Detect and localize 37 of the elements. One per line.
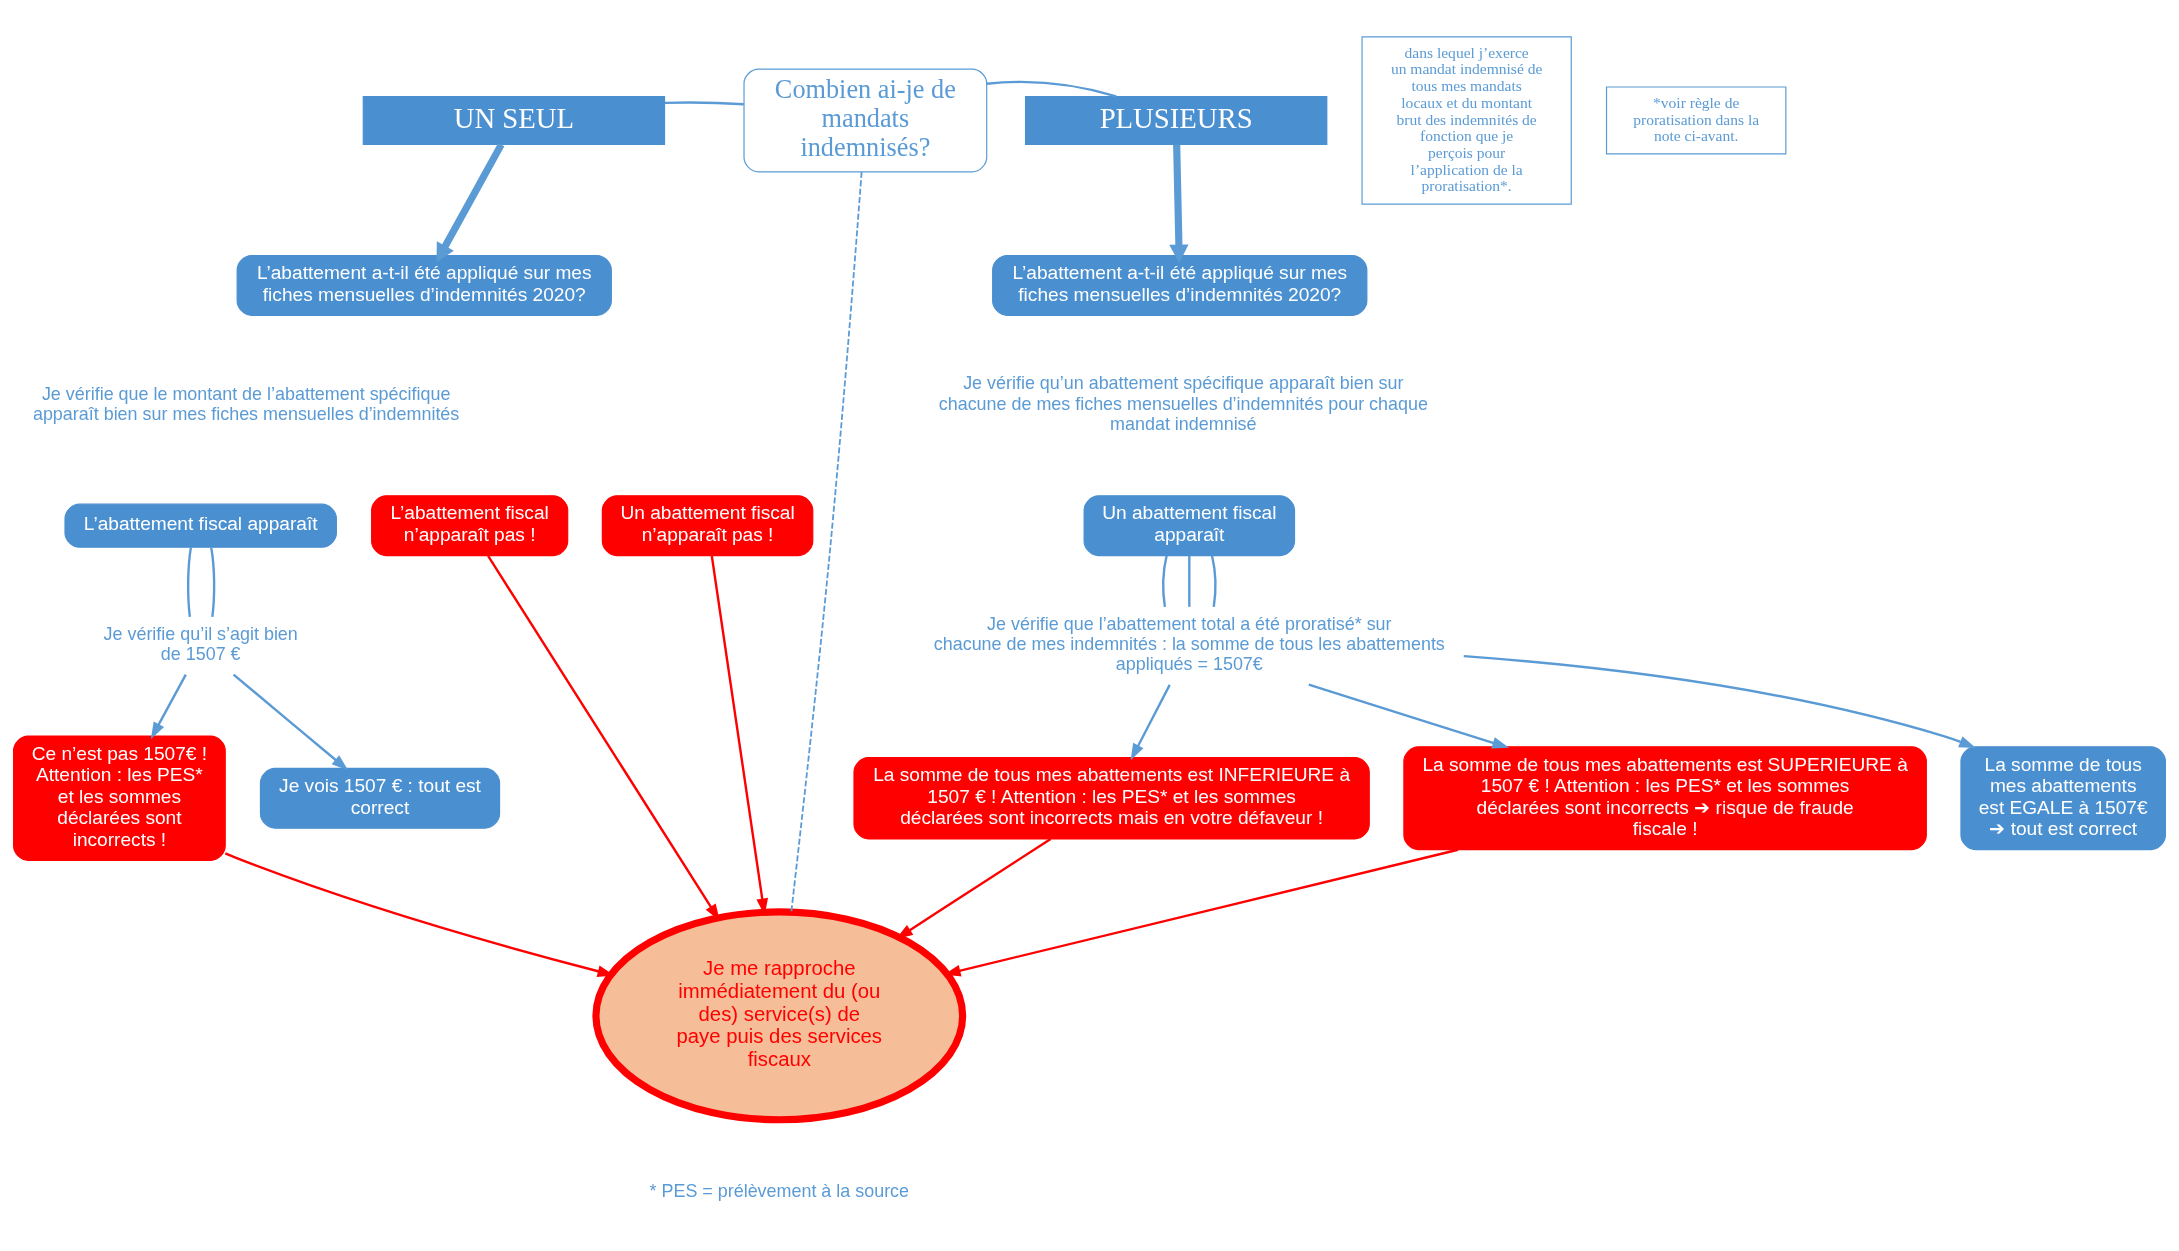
node-box: dans lequel j’exerce un mandat indemnisé de tous mes mandats locaux et du montant brut des indemnités de fonction que je perçois pour l’application de la proratisation*. [1361, 36, 1572, 205]
arrow [150, 674, 187, 739]
arrow [1130, 684, 1171, 761]
connector [986, 80, 1117, 98]
node-box: L’abattement fiscal apparaît [64, 503, 337, 548]
node-ellipse: Je me rapproche immédiatement du (ou des) service(s) de paye puis des services fiscaux [592, 908, 967, 1124]
node-box: L’abattement a-t-il été appliqué sur mes fiches mensuelles d’indemnités 2020? [236, 254, 612, 316]
arrow [232, 673, 349, 771]
node-text: Je vérifie que l’abattement total a été proratisé* sur chacune de mes indemnités : la somme de tous les abattements appliqués = 1507€ [933, 613, 1445, 675]
connector [664, 101, 744, 106]
node-box: La somme de tous mes abattements est INFERIEURE à 1507 € ! Attention : les PES* et les sommes déclarées sont incorrects mais en votre défaveur ! [853, 757, 1370, 840]
connector [1210, 555, 1217, 607]
arrow [1169, 144, 1189, 264]
connector [210, 547, 216, 618]
label: Je vérifie qu’un abattement spécifique apparaît bien sur chacune de mes fiches mensuelles d’indemnités pour chaque mandat indemnisé [938, 373, 1428, 435]
node-box: PLUSIEURS [1024, 95, 1328, 145]
arrow [1463, 654, 1976, 749]
connector [790, 171, 863, 913]
node-box: *voir règle de proratisation dans la note ci-avant. [1605, 86, 1787, 155]
arrow [436, 142, 505, 263]
label: * PES = prélèvement à la source [649, 1180, 910, 1201]
node-box: Ce n’est pas 1507€ ! Attention : les PES* et les sommes déclarées sont incorrects ! [13, 735, 226, 862]
node-box: L’abattement a-t-il été appliqué sur mes fiches mensuelles d’indemnités 2020? [992, 254, 1368, 316]
node-box: Un abattement fiscal n’apparaît pas ! [601, 495, 814, 557]
label: Je vérifie que le montant de l’abattement spécifique apparaît bien sur mes fiches mensuelles d’indemnités [32, 383, 460, 424]
node-box: Un abattement fiscal apparaît [1083, 495, 1296, 557]
node-box: La somme de tous mes abattements est SUPERIEURE à 1507 € ! Attention : les PES* et les sommes déclarées sont incorrects ➔ risque de fraude fiscale ! [1403, 746, 1927, 851]
node-box: Combien ai-je de mandats indemnisés? [743, 68, 988, 173]
arrow [1308, 683, 1510, 749]
node-box: UN SEUL [362, 95, 666, 145]
connector [186, 547, 193, 617]
connector [1188, 555, 1191, 607]
node-box: Je vois 1507 € : tout est correct [259, 767, 501, 829]
node-text: Je vérifie qu’il s’agit bien de 1507 € [103, 623, 298, 665]
connector [1162, 555, 1168, 607]
node-box: L’abattement fiscal n’apparaît pas ! [371, 495, 569, 557]
node-box: La somme de tous mes abattements est EGALE à 1507€ ➔ tout est correct [1960, 746, 2166, 851]
